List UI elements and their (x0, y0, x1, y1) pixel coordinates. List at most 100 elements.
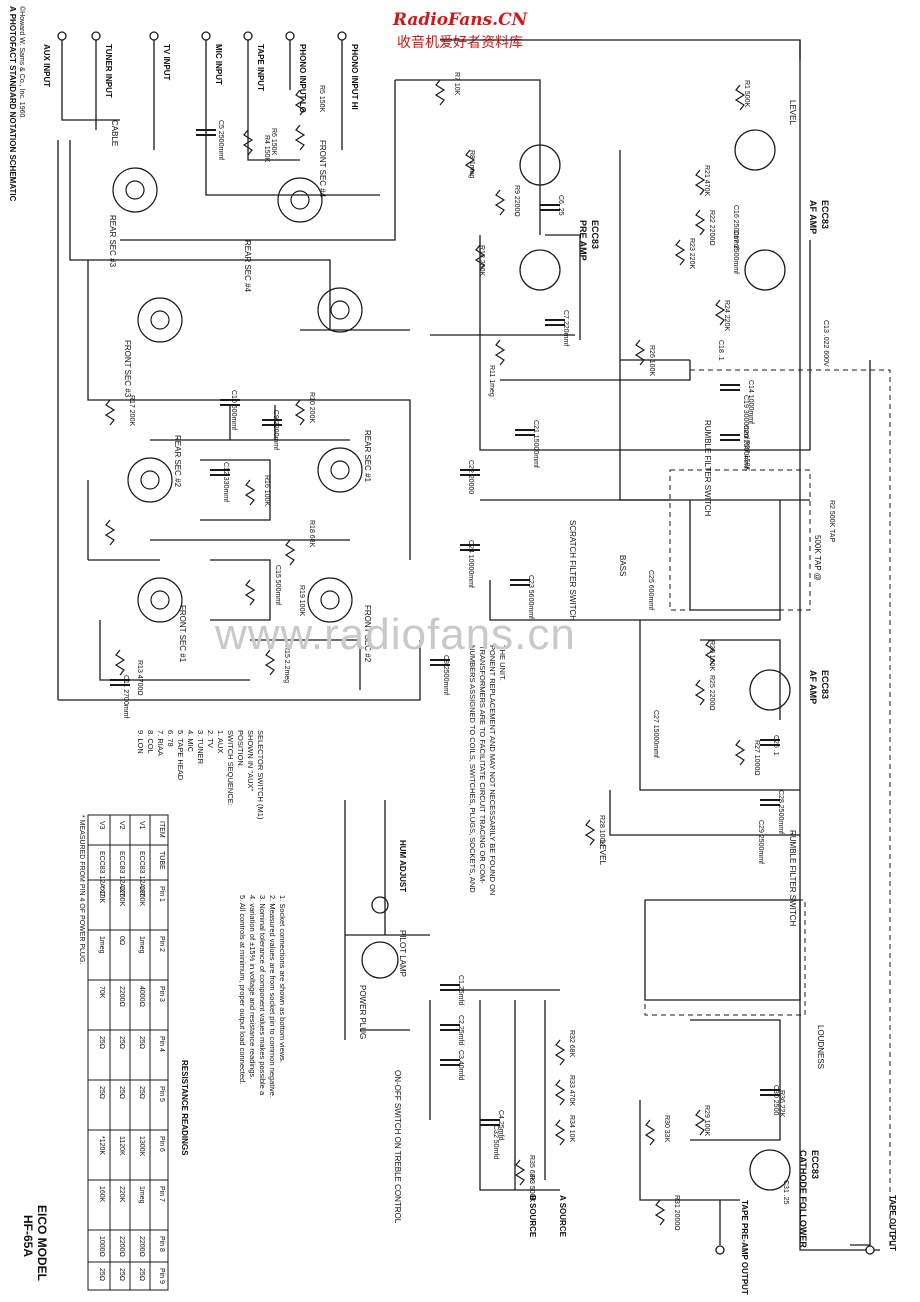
header-line2: ©Howard W. Sams & Co., Inc. 1960 (18, 6, 26, 117)
resistor-label: R4 150K (263, 135, 270, 163)
resistor-label: R2 500K TAP (828, 500, 835, 542)
table-header-cell: Pin 9 (158, 1268, 165, 1284)
input-phono-lo: PHONO INPUT LO (298, 44, 307, 113)
label-cable: CABLE (110, 120, 119, 146)
label-bass: BASS (618, 555, 627, 576)
resistor-label: R5 150K (318, 85, 325, 113)
input-mic: MIC INPUT (214, 44, 223, 85)
resistor-label: R29 100K (703, 1105, 710, 1136)
table-cell: 4000Ω (138, 986, 145, 1007)
header-line1: A PHOTOFACT STANDARD NOTATION SCHEMATIC (8, 6, 17, 202)
label-front-sec4: FRONT SEC #4 (318, 140, 327, 198)
table-cell: 25Ω (138, 1036, 145, 1049)
label-source-b: B SOURCE (528, 1195, 537, 1238)
label-rear-sec2: REAR SEC #2 (173, 435, 182, 488)
input-tuner: TUNER INPUT (104, 44, 113, 98)
input-tape: TAPE INPUT (256, 44, 265, 91)
selector-note-line: 5. TAPE HEAD (176, 730, 185, 781)
tube-envelopes (361, 129, 791, 1191)
notes-numbers-4: THE UNIT. (498, 645, 507, 681)
model-line1: EICO MODEL (35, 1205, 49, 1281)
general-note-line: 5. All controls at minimum, proper outpu… (238, 895, 247, 1084)
capacitor-label: C6 .25 (557, 195, 564, 216)
resistor-label: R26 100K (648, 345, 655, 376)
table-cell: V3 (98, 821, 105, 830)
capacitor-label: C25 600mmf (647, 570, 654, 610)
table-cell: 160K (98, 1186, 105, 1203)
resistor-label: R32 68K (568, 1030, 575, 1058)
wiring (57, 39, 880, 1251)
table-cell: 0Ω (118, 936, 125, 945)
input-phono-hi: PHONO INPUT HI (350, 44, 359, 110)
capacitor-symbols (110, 129, 780, 1126)
capacitor-label: C12 330mmf (222, 462, 229, 502)
rotated-labels: A PHOTOFACT STANDARD NOTATION SCHEMATIC … (8, 6, 897, 1295)
selector-note-line: SWITCH SEQUENCE: (226, 730, 235, 806)
input-tv: TV INPUT (162, 44, 171, 81)
tube-v3b-type: ECC83 (810, 1150, 820, 1179)
table-cell: 1120K (118, 1136, 125, 1156)
capacitor-label: C8 2500mmf (442, 655, 449, 695)
notes-numbers-2: TRANSFORMERS ARE TO FACILITATE CIRCUIT T… (478, 645, 487, 884)
resistor-label: R33 470K (568, 1075, 575, 1106)
table-header-cell: Pin 1 (158, 886, 165, 902)
capacitor-label: C29 2500mmf (757, 820, 764, 864)
table-header-cell: Pin 7 (158, 1186, 165, 1202)
general-note-line: 4. variation of ±15% in voltage and resi… (248, 895, 257, 1079)
label-loudness: LOUDNESS (816, 1025, 825, 1069)
resistor-symbols (104, 79, 746, 1226)
table-cell: * 10K (98, 886, 105, 903)
general-notes: 1. Socket connections are shown as botto… (238, 895, 287, 1098)
table-cell: 1300K (138, 886, 145, 907)
table-cell: 2200Ω (118, 986, 125, 1007)
table-cell: 25Ω (98, 1086, 105, 1099)
capacitor-label: C15 500mmf (274, 565, 281, 605)
label-on-off: ON-OFF SWITCH ON TREBLE CONTROL (393, 1070, 402, 1224)
table-cell: V1 (138, 821, 145, 830)
capacitor-label: C31 .25 (782, 1180, 789, 1205)
table-cell: 25Ω (138, 1086, 145, 1099)
notes-numbers-3: PONENT REPLACEMENT AND MAY NOT NECESSARI… (488, 645, 497, 895)
resistor-label: R22 2200Ω (708, 210, 715, 246)
general-note-line: 2. Measured values are from socket pin t… (268, 895, 277, 1098)
resistor-label: R17 200K (128, 395, 135, 426)
table-cell: ECC83 12AX7 (138, 851, 145, 897)
selector-note: SELECTOR SWITCH (M1) SHOWN IN "AUX" POSI… (136, 730, 265, 820)
resistor-label: R10 200K (308, 392, 315, 423)
table-cell: 25Ω (118, 1036, 125, 1049)
capacitor-label: C18 .1 (717, 340, 724, 361)
resistance-table-title: RESISTANCE READINGS (180, 1060, 189, 1156)
table-cell: 1200K (118, 886, 125, 907)
capacitor-label: C23 5600mmf (527, 575, 534, 619)
capacitor-label: C4 25mfd (497, 1110, 504, 1140)
table-cell: 25Ω (118, 1268, 125, 1281)
table-cell: 1meg (138, 936, 145, 954)
capacitor-label: C10 600mmf (230, 390, 237, 430)
label-front-sec3: FRONT SEC #3 (123, 340, 132, 398)
input-jacks (57, 31, 875, 1255)
capacitor-label: C21 15000mmf (532, 420, 539, 468)
table-cell: 25Ω (98, 1036, 105, 1049)
capacitor-label: C30 2500 (772, 1085, 779, 1115)
resistor-label: R1 500K (743, 80, 750, 108)
label-level-1: LEVEL (788, 100, 797, 125)
table-cell: 25Ω (118, 1086, 125, 1099)
resistor-label: R6 150K (270, 128, 277, 156)
capacitor-label: C2 25mfd (457, 1015, 464, 1045)
watermark-header: RadioFans.CN 收音机爱好者资料库 (360, 10, 560, 52)
table-header-cell: Pin 2 (158, 936, 165, 952)
selector-note-line: 4. MIC (186, 730, 195, 753)
resistor-label: R18 68K (308, 520, 315, 548)
selector-note-line: 2. TV (206, 730, 215, 748)
table-cell: 2200Ω (118, 1236, 125, 1257)
tube-v3-label: AF AMP (808, 670, 818, 704)
resistor-label: R31 2000Ω (673, 1195, 680, 1231)
selector-note-line: SHOWN IN "AUX" (246, 730, 255, 791)
label-power-plug: POWER PLUG (358, 985, 367, 1039)
resistor-label: R19 100K (298, 585, 305, 616)
table-header-cell: Pin 5 (158, 1086, 165, 1102)
table-cell: 1300K (138, 1136, 145, 1157)
tube-v1-type: ECC83 (590, 220, 600, 249)
